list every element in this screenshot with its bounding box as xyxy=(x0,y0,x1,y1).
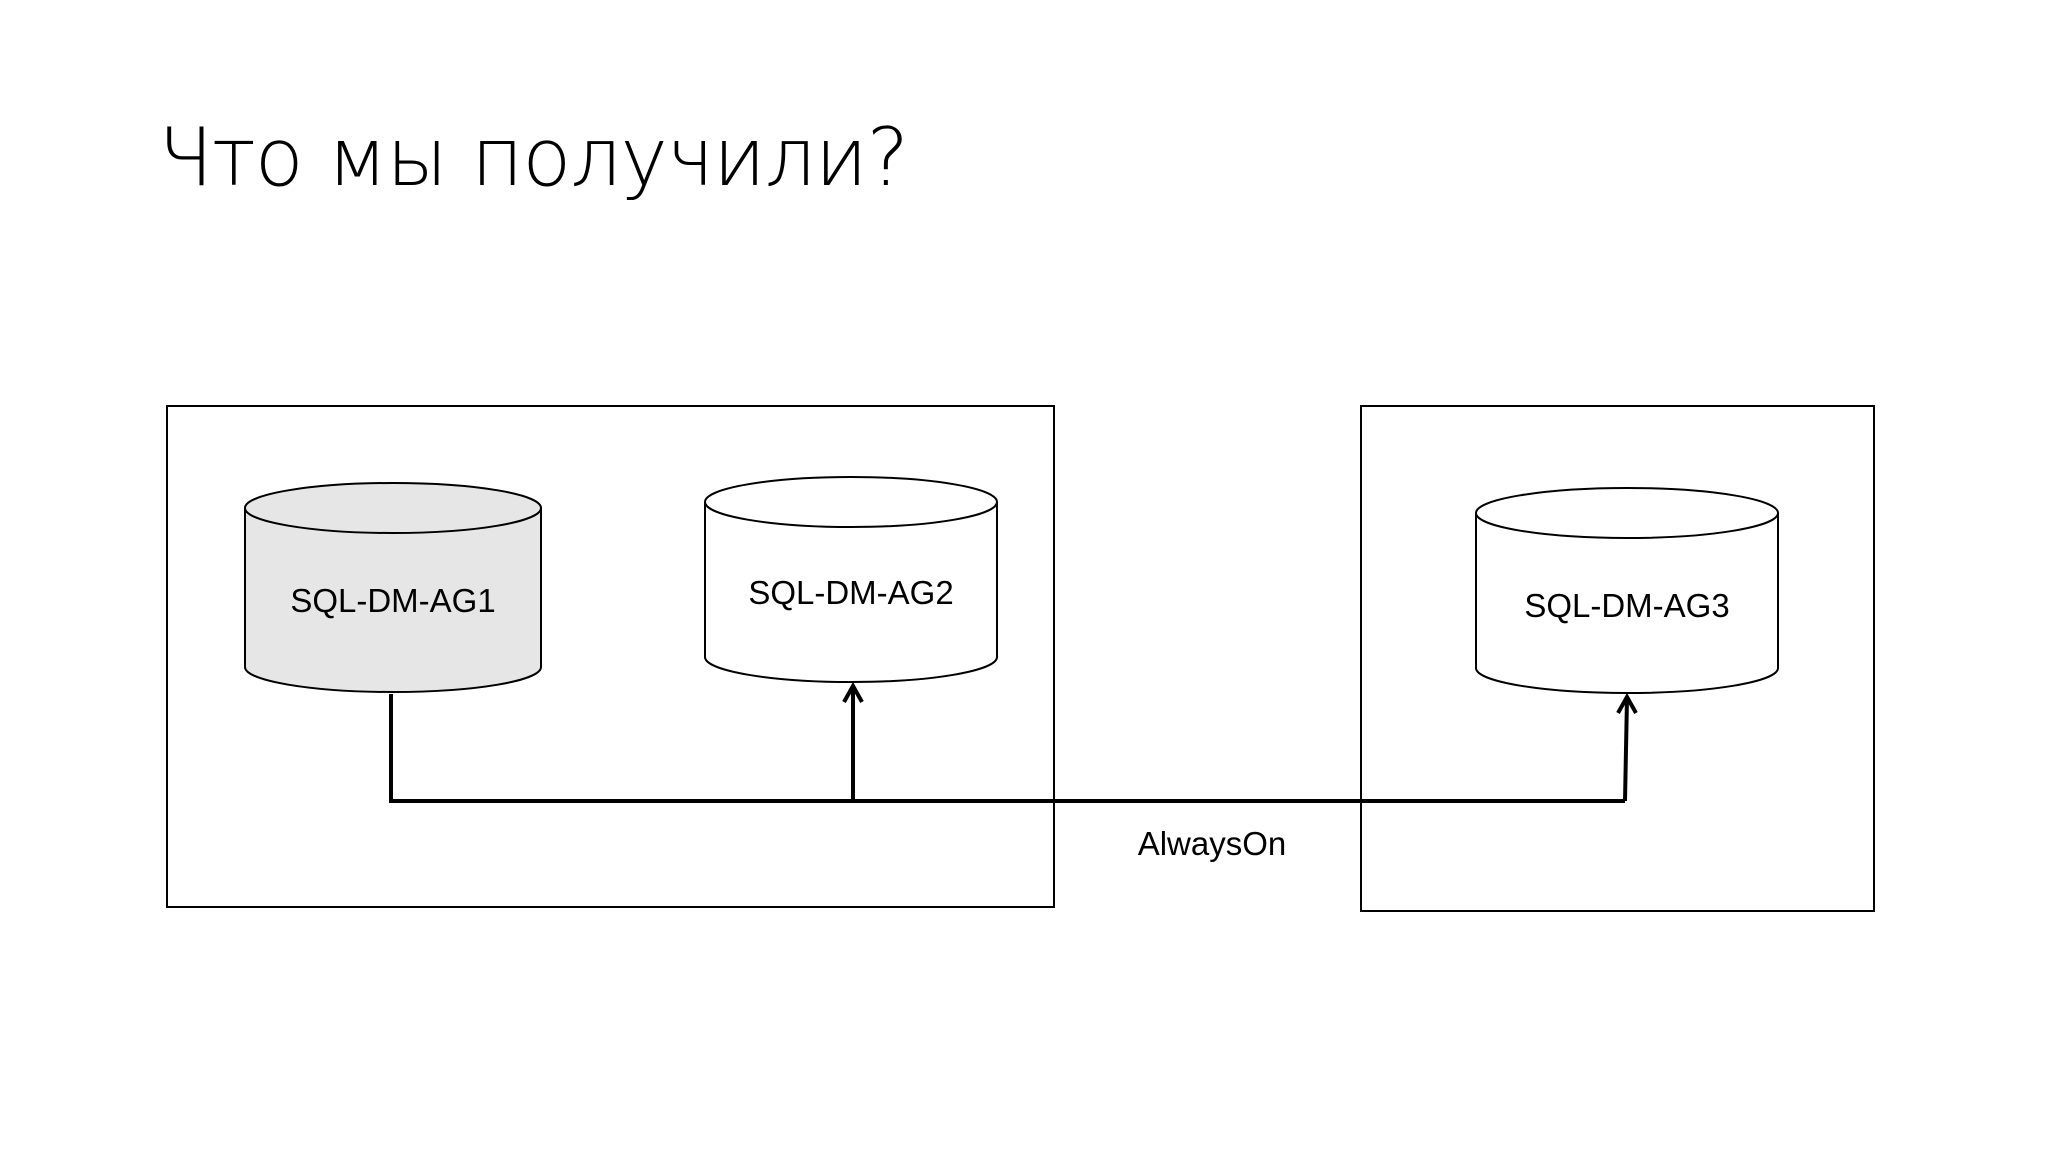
database-cylinder-icon xyxy=(244,508,542,693)
connector-branch-ag3 xyxy=(1623,697,1629,802)
server-box-left xyxy=(166,405,1055,908)
database-cylinder-top xyxy=(1475,487,1779,539)
server-box-right xyxy=(1360,405,1875,912)
database-node-ag3: SQL-DM-AG3 xyxy=(1475,487,1779,694)
database-label: SQL-DM-AG2 xyxy=(748,574,953,611)
database-cylinder-top xyxy=(704,476,998,528)
arrowhead-icon xyxy=(842,681,864,703)
connector-line xyxy=(389,694,1625,803)
database-node-ag2: SQL-DM-AG2 xyxy=(704,476,998,683)
connector-label: AlwaysOn xyxy=(1138,825,1287,862)
replication-connector xyxy=(389,681,1638,803)
slide-title: Что мы получили? xyxy=(158,111,909,204)
database-node-ag1: SQL-DM-AG1 xyxy=(244,482,542,693)
database-cylinder-icon xyxy=(704,502,998,683)
database-label: SQL-DM-AG1 xyxy=(290,582,495,619)
database-label: SQL-DM-AG3 xyxy=(1524,587,1729,624)
database-cylinder-top xyxy=(244,482,542,534)
arrowhead-icon xyxy=(1616,692,1638,714)
